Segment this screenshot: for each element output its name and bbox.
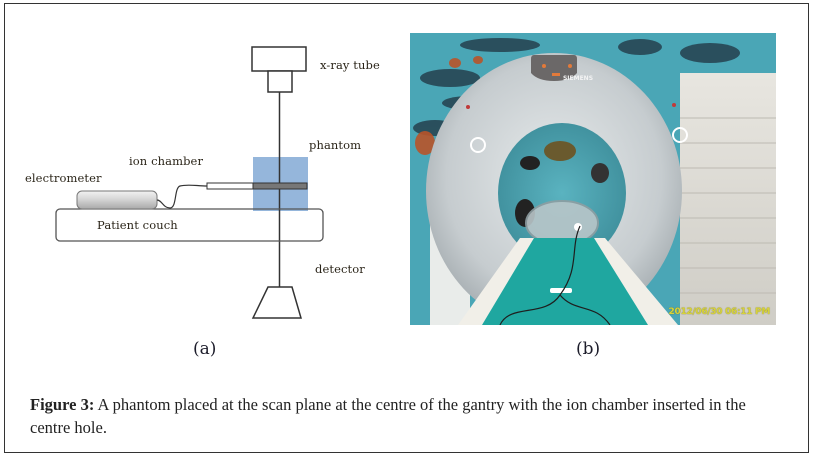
scanner-side-cabinet: [680, 73, 776, 325]
photo-timestamp: 2012/06/30 06:11 PM: [668, 307, 771, 317]
label-ion-chamber: ion chamber: [129, 154, 204, 168]
figure-caption-text: A phantom placed at the scan plane at th…: [30, 395, 746, 437]
detector-shape: [251, 286, 302, 319]
label-patient-couch: Patient couch: [97, 218, 178, 232]
laser-marker-right: [672, 103, 676, 107]
patient-couch: [55, 208, 324, 242]
ct-scanner-photo: [410, 33, 776, 325]
panel-led-center: [552, 73, 560, 76]
label-electrometer: electrometer: [25, 171, 102, 185]
laser-marker-left: [466, 105, 470, 109]
panel-led-right: [568, 64, 572, 68]
label-xray-tube: x-ray tube: [320, 58, 380, 72]
gantry-control-panel: [531, 55, 577, 81]
panel-led-left: [542, 64, 546, 68]
panel-a-diagram: x-ray tube phantom ion chamber electrome…: [0, 0, 400, 370]
patient-couch-mat: [482, 238, 648, 325]
scanner-brand-text: SIEMENS: [562, 75, 594, 82]
couch-strap: [550, 288, 572, 293]
ion-chamber-cable: [156, 184, 208, 209]
phantom-hole: [574, 223, 582, 231]
xray-tube-collimator: [267, 70, 293, 93]
panel-b-photo: SIEMENS 2012/06/30 06:11 PM: [410, 33, 776, 325]
label-phantom: phantom: [309, 138, 362, 152]
electrometer-body: [76, 190, 158, 210]
photo-ion-chamber-cable: [499, 225, 611, 325]
schematic-svg: [55, 46, 324, 319]
bore-background-fish: [515, 141, 609, 227]
gantry-icons: [470, 127, 688, 153]
figure-number-label: Figure 3:: [30, 395, 95, 414]
figure-caption: Figure 3: A phantom placed at the scan p…: [30, 393, 790, 439]
ion-chamber-probe: [206, 182, 254, 190]
ion-chamber-insert: [252, 182, 308, 190]
label-detector: detector: [315, 262, 365, 276]
panel-b-sublabel: (b): [576, 339, 601, 359]
panel-a-sublabel: (a): [193, 339, 217, 359]
xray-tube-housing: [251, 46, 307, 72]
cabinet-ridges: [680, 117, 776, 294]
